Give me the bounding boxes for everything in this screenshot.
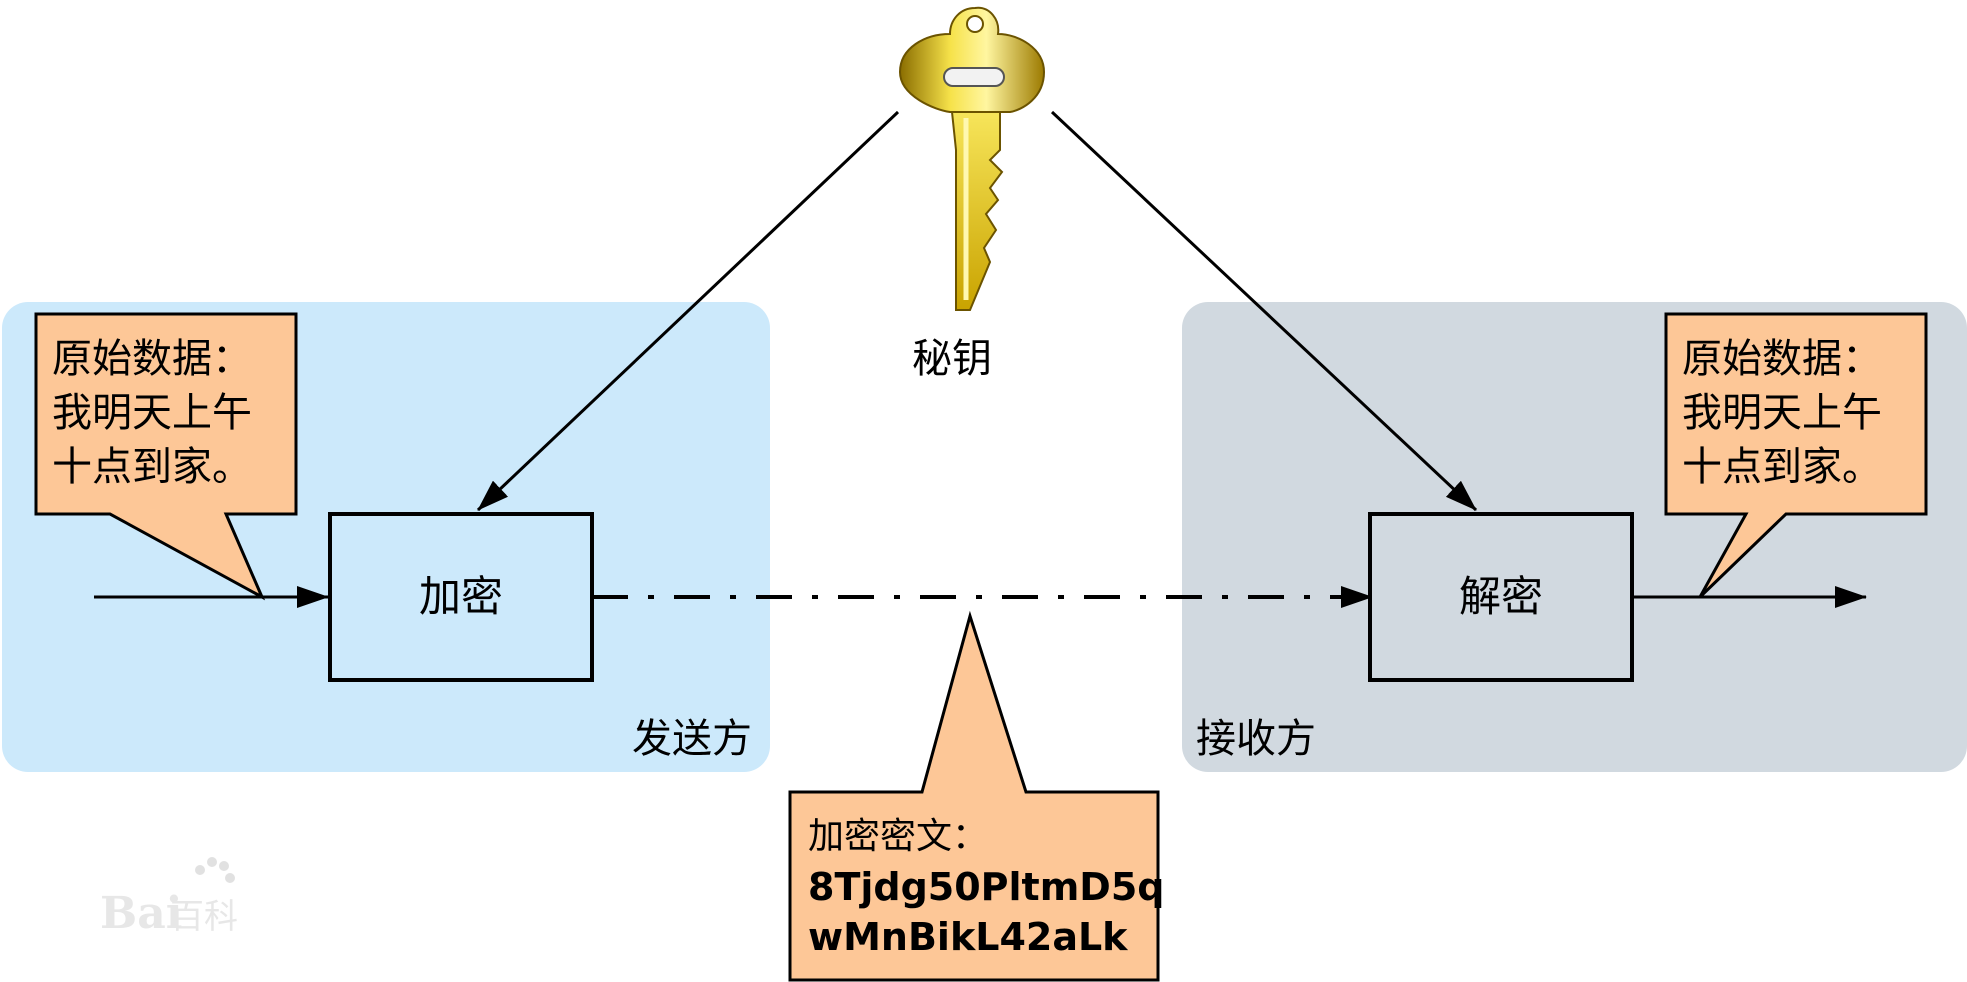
key-label: 秘钥 <box>912 336 992 382</box>
svg-text:Bai: Bai <box>100 888 182 939</box>
sender-callout-line-1: 原始数据： <box>52 336 252 382</box>
sender-plaintext-callout <box>34 312 298 601</box>
key-to-encrypt-arrow <box>476 110 900 512</box>
receiver-label: 接收方 <box>1196 716 1316 762</box>
encrypt-box <box>328 512 594 682</box>
receiver-plaintext-callout <box>1664 312 1928 599</box>
encrypt-label: 加密 <box>419 572 503 621</box>
ciphertext-line-1: 8Tjdg50PltmD5q <box>808 865 1165 909</box>
svg-text:百科: 百科 <box>170 897 238 937</box>
receiver-callout-line-1: 原始数据： <box>1682 336 1882 382</box>
sender-label: 发送方 <box>632 716 752 762</box>
decrypt-box <box>1368 512 1634 682</box>
decrypt-label: 解密 <box>1459 572 1543 621</box>
ciphertext-title: 加密密文： <box>808 816 988 857</box>
receiver-callout-line-3: 十点到家。 <box>1682 444 1882 490</box>
sender-callout-line-3: 十点到家。 <box>52 444 252 490</box>
sender-callout-line-2: 我明天上午 <box>52 390 252 436</box>
receiver-callout-line-2: 我明天上午 <box>1682 390 1882 436</box>
ciphertext-callout <box>788 610 1160 982</box>
key-icon <box>898 6 1046 311</box>
ciphertext-line-2: wMnBikL42aLk <box>808 915 1128 959</box>
key-to-decrypt-arrow <box>1050 110 1478 512</box>
baidu-watermark: Bai 百科 <box>100 857 238 939</box>
